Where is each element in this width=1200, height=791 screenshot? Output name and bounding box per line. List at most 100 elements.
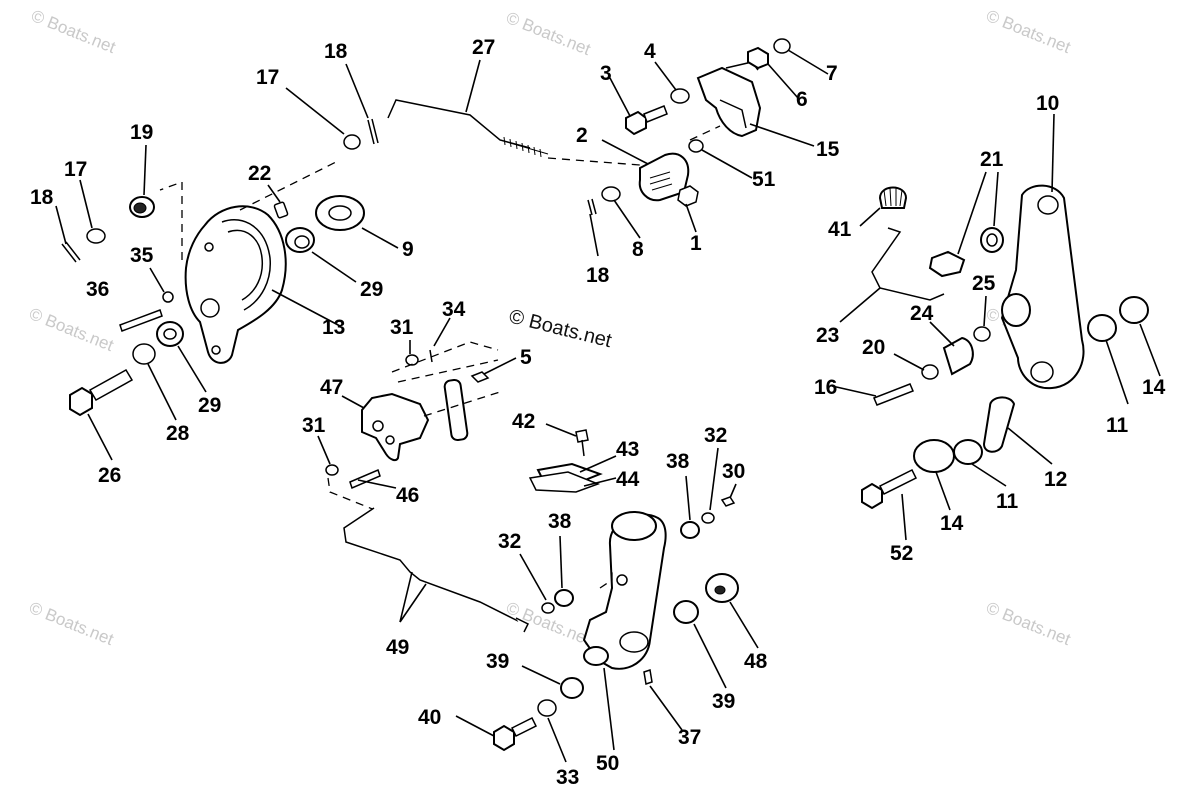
leader-4 xyxy=(654,61,677,91)
part-31-washer-lower xyxy=(325,464,339,476)
leader-14-right xyxy=(1139,323,1161,377)
label-part-32-upper: 32 xyxy=(704,424,727,447)
label-part-16: 16 xyxy=(814,376,837,399)
part-number-labels: 17 18 27 19 17 18 22 9 29 35 36 13 29 28… xyxy=(30,36,1166,789)
part-18-cotter-pin-left xyxy=(61,241,81,263)
part-26-bolt-shank xyxy=(88,368,134,402)
watermark-mid-left: © Boats.net xyxy=(27,304,117,355)
label-part-34: 34 xyxy=(442,298,466,321)
label-part-29-lower: 29 xyxy=(198,394,221,417)
leader-34 xyxy=(433,317,451,347)
leader-11-lower xyxy=(971,463,1007,487)
leader-49-a xyxy=(399,571,413,623)
leader-18-left xyxy=(55,205,67,245)
leader-22 xyxy=(267,184,281,203)
part-3-screw-shank xyxy=(643,105,668,123)
part-18-cotter-pin-top xyxy=(367,118,379,145)
part-23-rod xyxy=(871,227,945,301)
label-part-11-lower: 11 xyxy=(996,490,1019,513)
label-part-22: 22 xyxy=(248,162,271,185)
watermark-top-right: © Boats.net xyxy=(984,6,1074,57)
label-part-18-top: 18 xyxy=(324,40,348,63)
part-10-lever xyxy=(1000,184,1085,390)
leader-52 xyxy=(901,493,907,541)
leader-32-lower xyxy=(519,553,547,601)
assembly-line-rod xyxy=(547,157,641,166)
label-part-23: 23 xyxy=(816,324,839,347)
part-36-screw xyxy=(119,309,163,332)
part-21-clip xyxy=(928,250,966,278)
part-21-bushing-hole xyxy=(986,233,998,247)
leader-lines xyxy=(55,49,1161,763)
part-13-hole xyxy=(200,298,220,318)
part-2-rod-end-knurl xyxy=(649,171,673,191)
label-part-52: 52 xyxy=(890,542,913,565)
leader-3 xyxy=(609,77,631,117)
leader-6 xyxy=(767,63,799,99)
label-part-32-lower: 32 xyxy=(498,530,521,553)
label-part-11-right: 11 xyxy=(1106,414,1129,437)
label-part-31-upper: 31 xyxy=(390,316,414,339)
part-40-bolt-head xyxy=(493,724,515,752)
label-part-40: 40 xyxy=(418,706,441,729)
part-49-shift-rod-end xyxy=(515,617,530,633)
part-13-lower-hole xyxy=(211,345,221,355)
rod-end-bracket-assembly xyxy=(587,38,791,216)
part-14-washer-right xyxy=(1119,296,1149,324)
part-29-bushing-lower-hole xyxy=(163,328,177,340)
label-part-46: 46 xyxy=(396,484,419,507)
part-7-washer xyxy=(773,38,791,54)
leader-29-lower xyxy=(177,345,207,393)
label-part-28: 28 xyxy=(166,422,190,445)
leader-39-right xyxy=(693,623,727,689)
label-part-24: 24 xyxy=(910,302,934,325)
leader-42 xyxy=(545,423,577,437)
leader-47 xyxy=(341,395,365,409)
leader-14-lower xyxy=(935,471,951,511)
leader-35 xyxy=(149,267,165,293)
part-41-grommet xyxy=(878,186,908,209)
leader-11-right xyxy=(1105,339,1129,405)
part-34-pin xyxy=(429,349,433,363)
throttle-cam-assembly xyxy=(61,99,641,417)
part-16-screw xyxy=(873,383,914,406)
part-4-washer xyxy=(670,88,690,104)
part-38-bushing-upper xyxy=(680,521,700,539)
part-52-bolt-shank xyxy=(878,468,918,496)
leader-5 xyxy=(483,357,517,375)
assembly-line-left xyxy=(159,181,183,260)
label-part-51: 51 xyxy=(752,168,776,191)
label-part-35: 35 xyxy=(130,244,154,267)
label-part-15: 15 xyxy=(816,138,840,161)
label-part-30: 30 xyxy=(722,460,745,483)
label-part-1: 1 xyxy=(690,232,702,255)
part-28-washer xyxy=(132,343,156,365)
part-42-screw xyxy=(575,429,589,457)
part-10-lever-bottom-hole xyxy=(1030,361,1054,383)
part-22-pin xyxy=(273,201,289,219)
leader-25 xyxy=(983,295,987,327)
label-part-12: 12 xyxy=(1044,468,1067,491)
label-part-14-lower: 14 xyxy=(940,512,964,535)
leader-43 xyxy=(579,455,617,473)
leader-40 xyxy=(455,715,495,737)
leader-24 xyxy=(929,321,955,347)
part-50-shift-arm-top-bore xyxy=(611,511,657,541)
part-50-shift-arm-hub xyxy=(583,646,609,666)
shift-lever-assembly xyxy=(325,341,603,633)
assembly-line-upper xyxy=(239,159,341,211)
label-part-2: 2 xyxy=(576,124,588,147)
part-27-link-rod-thread xyxy=(499,136,549,158)
part-15-bracket xyxy=(696,66,762,138)
leader-20 xyxy=(893,353,925,371)
part-48-washer-hole xyxy=(714,585,726,595)
part-10-lever-boss xyxy=(1001,293,1031,327)
part-12-sleeve xyxy=(982,396,1016,453)
label-part-31-lower: 31 xyxy=(302,414,326,437)
label-part-25: 25 xyxy=(972,272,996,295)
label-part-6: 6 xyxy=(796,88,808,111)
label-part-21: 21 xyxy=(980,148,1004,171)
part-17-washer-left xyxy=(86,228,106,244)
label-part-14-right: 14 xyxy=(1142,376,1166,399)
label-part-50: 50 xyxy=(596,752,619,775)
